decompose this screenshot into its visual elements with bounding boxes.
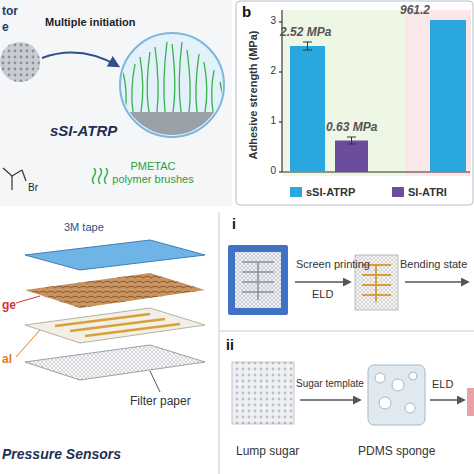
arrow-label: Multiple initiation <box>45 16 135 29</box>
layer-label: ge <box>2 298 16 312</box>
layer-label: al <box>2 352 12 366</box>
panel-numeral: ii <box>226 337 234 354</box>
method-label: sSI-ATRP <box>50 122 117 140</box>
layer-label: 3M tape <box>64 221 104 234</box>
atom-label: Br <box>28 182 38 194</box>
legend-text: SI-ATRI <box>408 186 447 198</box>
polymer-label: PMETAC polymer brushes <box>112 160 194 186</box>
value-label: 0.63 MPa <box>326 120 377 134</box>
panel-text-fragment: tor <box>2 4 18 18</box>
axis-tick: 3 <box>262 15 276 27</box>
step-label: Bending state <box>400 258 467 271</box>
step-label: Sugar template <box>296 378 364 390</box>
step-label: ELD <box>312 288 333 301</box>
section-title: Pressure Sensors <box>2 446 121 463</box>
legend-swatch <box>392 187 404 197</box>
value-label: 961.2 <box>400 3 430 17</box>
panel-text-fragment: e <box>2 20 9 34</box>
panel-letter: b <box>242 3 251 21</box>
step-label: ELD <box>432 378 453 391</box>
item-label: PDMS sponge <box>358 444 435 458</box>
item-label: Lump sugar <box>236 444 299 458</box>
axis-tick: 2 <box>262 65 276 77</box>
panel-numeral: i <box>232 216 236 233</box>
legend-entry: sSI-ATRP <box>290 186 355 198</box>
axis-tick: 1 <box>262 115 276 127</box>
step-label: Screen printing <box>296 258 370 271</box>
legend-text: sSI-ATRP <box>306 186 355 198</box>
axis-title: Adhesive strength (MPa) <box>247 31 260 160</box>
legend-swatch <box>290 187 302 197</box>
value-label: 2.52 MPa <box>280 25 331 39</box>
axis-tick: 0 <box>262 165 276 177</box>
legend-entry: SI-ATRI <box>392 186 447 198</box>
layer-label: Filter paper <box>130 394 191 408</box>
